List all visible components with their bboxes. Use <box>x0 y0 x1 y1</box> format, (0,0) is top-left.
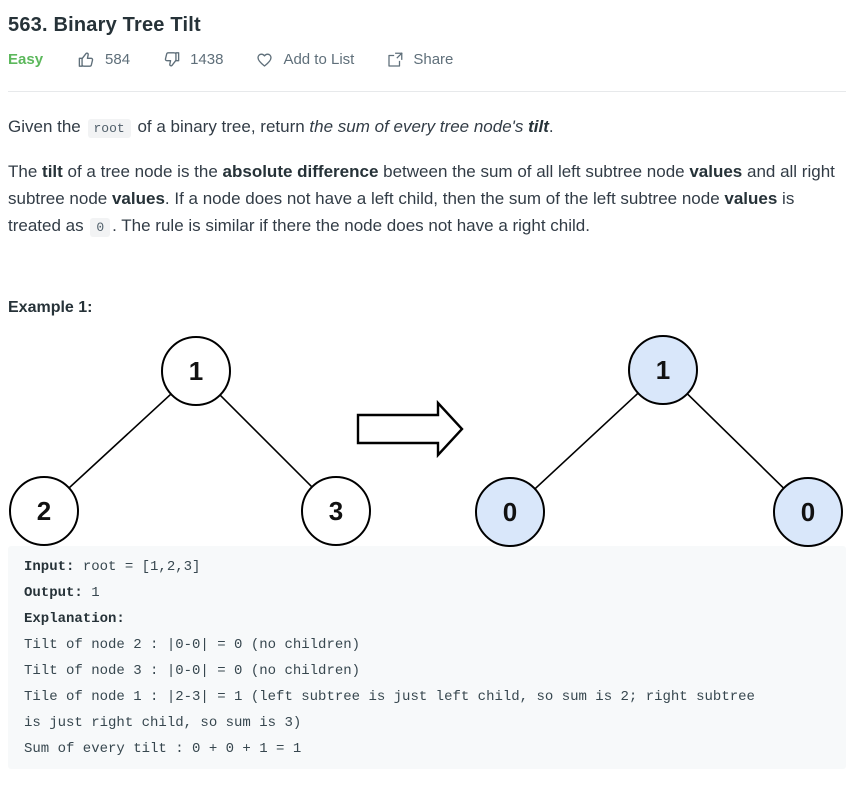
example-explanation-label-line: Explanation: <box>24 606 830 632</box>
example-output-line: Output: 1 <box>24 580 830 606</box>
text: of a binary tree, return <box>132 117 310 136</box>
text: Given the <box>8 117 86 136</box>
description-paragraph-1: Given the root of a binary tree, return … <box>8 113 846 142</box>
share-icon <box>386 51 404 69</box>
add-to-list-label: Add to List <box>283 51 355 68</box>
explanation-line: Tilt of node 3 : |0-0| = 0 (no children) <box>24 663 361 679</box>
explanation-line: Tile of node 1 : |2-3| = 1 (left subtree… <box>24 689 755 705</box>
text: . <box>548 117 554 136</box>
tree-node-after-left: 0 <box>475 477 545 547</box>
heart-icon <box>255 50 274 69</box>
bold-text: values <box>111 189 165 208</box>
tree-edges-and-arrow <box>43 369 809 513</box>
tree-node-before-root: 1 <box>161 336 231 406</box>
bold-text: absolute difference <box>222 162 379 181</box>
problem-page: 563. Binary Tree Tilt Easy 584 <box>0 14 860 769</box>
text: is treated as <box>8 189 795 235</box>
tree-node-after-root: 1 <box>628 335 698 405</box>
explanation-line: is just right child, so sum is 3) <box>24 715 302 731</box>
example-input-line: Input: root = [1,2,3] <box>24 554 830 580</box>
share-button[interactable]: Share <box>386 51 453 69</box>
text: and all right subtree node <box>8 162 835 208</box>
description-paragraph-2: The tilt of a tree node is the absolute … <box>8 158 846 241</box>
bold-text: values <box>689 162 743 181</box>
share-label: Share <box>413 51 454 68</box>
tree-node-before-left: 2 <box>9 476 79 546</box>
output-label: Output: <box>24 585 83 601</box>
text: of a tree node is the <box>62 162 223 181</box>
text: . The rule is similar if there the node … <box>112 216 590 235</box>
dislike-count: 1438 <box>190 51 224 68</box>
input-label: Input: <box>24 559 75 575</box>
tree-node-after-right: 0 <box>773 477 843 547</box>
thumbs-up-icon <box>77 50 96 69</box>
like-button[interactable]: 584 <box>77 50 130 69</box>
example-diagram: 1 2 3 1 0 0 <box>8 325 846 547</box>
bold-italic-text: tilt <box>528 117 549 136</box>
problem-meta-bar: Easy 584 1438 <box>8 50 846 69</box>
explanation-label: Explanation: <box>24 611 125 627</box>
text: . If a node does not have a left child, … <box>164 189 725 208</box>
example-heading: Example 1: <box>8 299 93 316</box>
text: between the sum of all left subtree node <box>378 162 690 181</box>
input-value: root = [1,2,3] <box>74 559 201 575</box>
tree-node-before-right: 3 <box>301 476 371 546</box>
like-count: 584 <box>105 51 131 68</box>
inline-code-root: root <box>87 119 131 138</box>
transform-arrow-icon <box>356 399 464 459</box>
dislike-button[interactable]: 1438 <box>162 50 223 69</box>
bold-text: values <box>724 189 778 208</box>
problem-title: 563. Binary Tree Tilt <box>8 14 201 36</box>
italic-text: the sum of every tree node's <box>309 117 529 136</box>
bold-text: tilt <box>42 162 63 181</box>
text: The <box>8 162 43 181</box>
explanation-line: Tilt of node 2 : |0-0| = 0 (no children) <box>24 637 361 653</box>
header-divider <box>8 91 846 92</box>
difficulty-badge[interactable]: Easy <box>8 51 44 68</box>
explanation-line: Sum of every tilt : 0 + 0 + 1 = 1 <box>24 741 302 757</box>
inline-code-zero: 0 <box>90 218 111 237</box>
add-to-list-button[interactable]: Add to List <box>255 50 354 69</box>
thumbs-down-icon <box>162 50 181 69</box>
output-value: 1 <box>82 585 100 601</box>
